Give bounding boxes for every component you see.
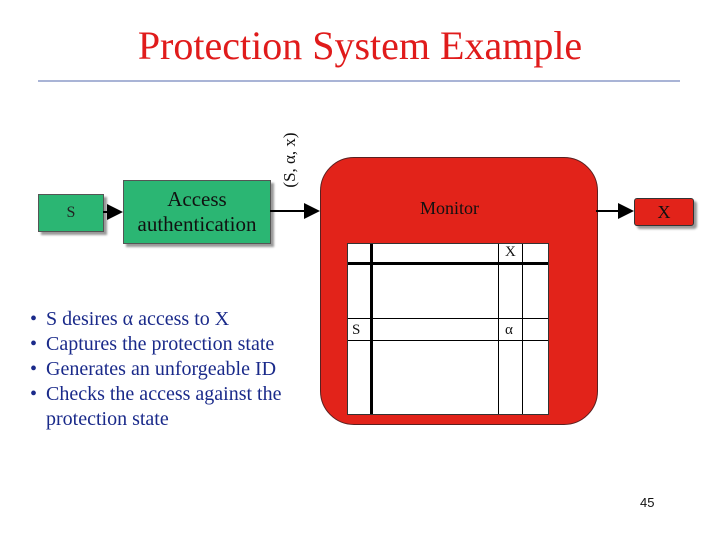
matrix-column-header-divider	[348, 262, 548, 265]
matrix-row-header-divider	[370, 244, 373, 414]
matrix-column-header: X	[505, 244, 516, 260]
slide-title: Protection System Example	[137, 23, 583, 68]
bullet-item: Captures the protection state	[30, 332, 350, 357]
page-number: 45	[640, 495, 655, 510]
subject-label: S	[66, 204, 76, 221]
access-authentication-label: Access authentication	[137, 187, 257, 236]
bullet-item: S desires α access to X	[30, 307, 350, 332]
subject-box: S	[38, 194, 104, 232]
matrix-row-line	[348, 318, 548, 319]
object-box: X	[634, 198, 694, 226]
matrix-row-header: S	[352, 322, 361, 338]
bullet-item: Checks the access against the protection…	[30, 382, 350, 432]
matrix-cell-right: α	[505, 322, 513, 338]
bullet-item: Generates an unforgeable ID	[30, 357, 350, 382]
bullet-list: S desires α access to X Captures the pro…	[30, 307, 350, 432]
monitor-label: Monitor	[420, 198, 480, 218]
access-authentication-box: Access authentication	[123, 180, 271, 244]
access-matrix: X S α	[347, 243, 549, 415]
matrix-column-line	[498, 244, 499, 414]
object-label: X	[657, 201, 671, 222]
matrix-row-line	[348, 340, 548, 341]
title-divider	[38, 80, 680, 82]
matrix-column-line	[522, 244, 523, 414]
